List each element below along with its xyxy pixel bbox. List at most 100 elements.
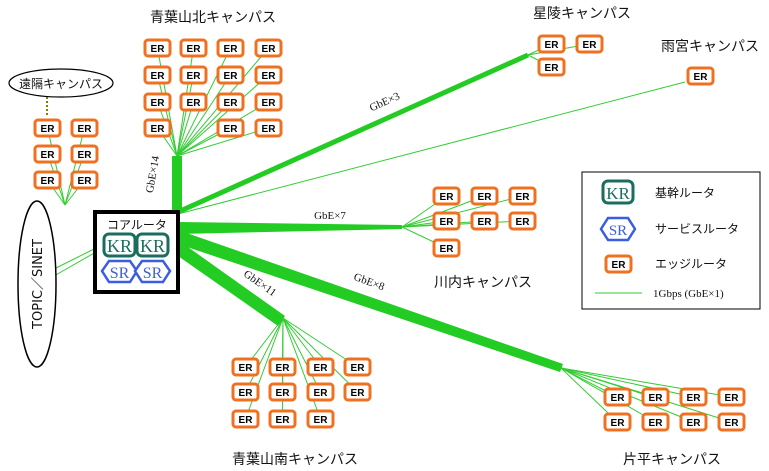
edge-router-label: ER xyxy=(187,98,202,109)
legend-line: 1Gbps (GbE×1) xyxy=(595,288,724,300)
external-network: TOPIC／SINET xyxy=(17,200,57,368)
trunk-amamiya xyxy=(177,81,686,215)
link-line-aobayama-minami xyxy=(245,317,284,420)
edge-router-katahira[interactable]: ER xyxy=(679,387,708,407)
edge-router-amamiya[interactable]: ER xyxy=(686,66,715,86)
edge-router-enkaku[interactable]: ER xyxy=(33,170,62,190)
edge-router-enkaku[interactable]: ER xyxy=(70,118,99,138)
edge-router-label: ER xyxy=(314,388,329,399)
edge-router-label: ER xyxy=(583,40,598,51)
edge-router-katahira[interactable]: ER xyxy=(641,412,670,432)
edge-router-aobayama-minami[interactable]: ER xyxy=(306,409,335,429)
campus-label-katahira: 片平キャンパス xyxy=(623,452,721,468)
edge-router-kawauchi[interactable]: ER xyxy=(508,186,537,206)
edge-router-aobayama-minami[interactable]: ER xyxy=(231,409,260,429)
edge-router-label: ER xyxy=(239,415,254,426)
edge-router-seiryo[interactable]: ER xyxy=(575,34,604,54)
edge-router-aobayama-kita[interactable]: ER xyxy=(254,65,283,85)
edge-router-enkaku[interactable]: ER xyxy=(33,144,62,164)
enkaku-campus: 遠隔キャンパス xyxy=(8,68,114,98)
edge-router-katahira[interactable]: ER xyxy=(717,412,746,432)
edge-router-aobayama-minami[interactable]: ER xyxy=(268,382,297,402)
edge-router-aobayama-kita[interactable]: ER xyxy=(254,38,283,58)
link-line-aobayama-kita xyxy=(176,74,194,157)
link-line-katahira xyxy=(560,367,694,398)
edge-router-katahira[interactable]: ER xyxy=(641,387,670,407)
edge-router-label: ER xyxy=(351,388,366,399)
core-router[interactable]: コアルータ KR KR SR SR xyxy=(93,210,180,294)
edge-router-aobayama-kita[interactable]: ER xyxy=(179,38,208,58)
link-label-katahira: GbE×8 xyxy=(352,271,387,293)
edge-router-kawauchi[interactable]: ER xyxy=(432,186,461,206)
edge-router-label: ER xyxy=(78,150,93,161)
edge-router-label: ER xyxy=(78,124,93,135)
legend-kr-label: 基幹ルータ xyxy=(655,185,715,200)
edge-router-label: ER xyxy=(440,217,455,228)
campus-label-aobayama-kita: 青葉山北キャンパス xyxy=(150,10,276,26)
trunk-seiryo xyxy=(176,52,530,215)
edge-router-label: ER xyxy=(262,98,277,109)
edge-router-aobayama-kita[interactable]: ER xyxy=(179,92,208,112)
edge-router-enkaku[interactable]: ER xyxy=(70,170,99,190)
edge-router-aobayama-kita[interactable]: ER xyxy=(216,65,245,85)
edge-router-label: ER xyxy=(694,72,709,83)
edge-router-kawauchi[interactable]: ER xyxy=(508,211,537,231)
edge-router-label: ER xyxy=(649,393,664,404)
svg-text:KR: KR xyxy=(107,236,132,256)
campus-label-kawauchi: 川内キャンパス xyxy=(434,275,532,291)
edge-router-enkaku[interactable]: ER xyxy=(70,144,99,164)
legend-sr-label: サービスルータ xyxy=(655,222,739,236)
edge-router-label: ER xyxy=(41,176,56,187)
edge-router-kawauchi[interactable]: ER xyxy=(470,186,499,206)
edge-router-aobayama-minami[interactable]: ER xyxy=(343,357,372,377)
edge-router-label: ER xyxy=(611,393,626,404)
link-line-kawauchi xyxy=(401,220,523,228)
edge-router-aobayama-minami[interactable]: ER xyxy=(231,357,260,377)
edge-router-aobayama-kita[interactable]: ER xyxy=(216,118,245,138)
edge-router-label: ER xyxy=(516,192,531,203)
trunk-aobayama-minami xyxy=(178,240,285,326)
edge-router-aobayama-minami[interactable]: ER xyxy=(306,382,335,402)
edge-router-aobayama-kita[interactable]: ER xyxy=(254,92,283,112)
edge-router-label: ER xyxy=(725,393,740,404)
edge-router-label: ER xyxy=(151,44,166,55)
campus-label-seiryo: 星陵キャンパス xyxy=(533,6,631,22)
link-line-enkaku xyxy=(64,127,85,206)
edge-router-label: ER xyxy=(224,124,239,135)
edge-router-aobayama-kita[interactable]: ER xyxy=(254,118,283,138)
edge-router-aobayama-kita[interactable]: ER xyxy=(216,38,245,58)
edge-router-aobayama-kita[interactable]: ER xyxy=(179,65,208,85)
edge-router-aobayama-minami[interactable]: ER xyxy=(306,357,335,377)
edge-router-seiryo[interactable]: ER xyxy=(537,34,566,54)
edge-router-label: ER xyxy=(478,192,493,203)
edge-router-katahira[interactable]: ER xyxy=(679,412,708,432)
edge-router-seiryo[interactable]: ER xyxy=(537,57,566,77)
edge-router-label: ER xyxy=(545,63,560,74)
edge-router-aobayama-kita[interactable]: ER xyxy=(143,65,172,85)
edge-router-aobayama-minami[interactable]: ER xyxy=(343,382,372,402)
link-line-aobayama-minami xyxy=(282,317,321,420)
edge-router-aobayama-kita[interactable]: ER xyxy=(143,118,172,138)
edge-router-katahira[interactable]: ER xyxy=(603,412,632,432)
edge-router-katahira[interactable]: ER xyxy=(603,387,632,407)
link-label-kawauchi: GbE×7 xyxy=(314,210,346,222)
edge-router-label: ER xyxy=(41,124,56,135)
trunk-katahira xyxy=(178,230,563,372)
trunk-links xyxy=(51,52,686,372)
edge-router-kawauchi[interactable]: ER xyxy=(432,211,461,231)
edge-router-aobayama-kita[interactable]: ER xyxy=(143,92,172,112)
edge-router-label: ER xyxy=(224,44,239,55)
edge-router-label: ER xyxy=(545,40,560,51)
edge-router-aobayama-kita[interactable]: ER xyxy=(216,92,245,112)
edge-router-aobayama-kita[interactable]: ER xyxy=(143,38,172,58)
edge-router-label: ER xyxy=(78,176,93,187)
edge-router-aobayama-minami[interactable]: ER xyxy=(268,409,297,429)
edge-router-enkaku[interactable]: ER xyxy=(33,118,62,138)
core-title: コアルータ xyxy=(107,218,167,232)
edge-router-katahira[interactable]: ER xyxy=(717,387,746,407)
edge-router-kawauchi[interactable]: ER xyxy=(470,211,499,231)
edge-router-aobayama-minami[interactable]: ER xyxy=(231,382,260,402)
edge-router-kawauchi[interactable]: ER xyxy=(432,238,461,258)
edge-router-aobayama-minami[interactable]: ER xyxy=(268,357,297,377)
